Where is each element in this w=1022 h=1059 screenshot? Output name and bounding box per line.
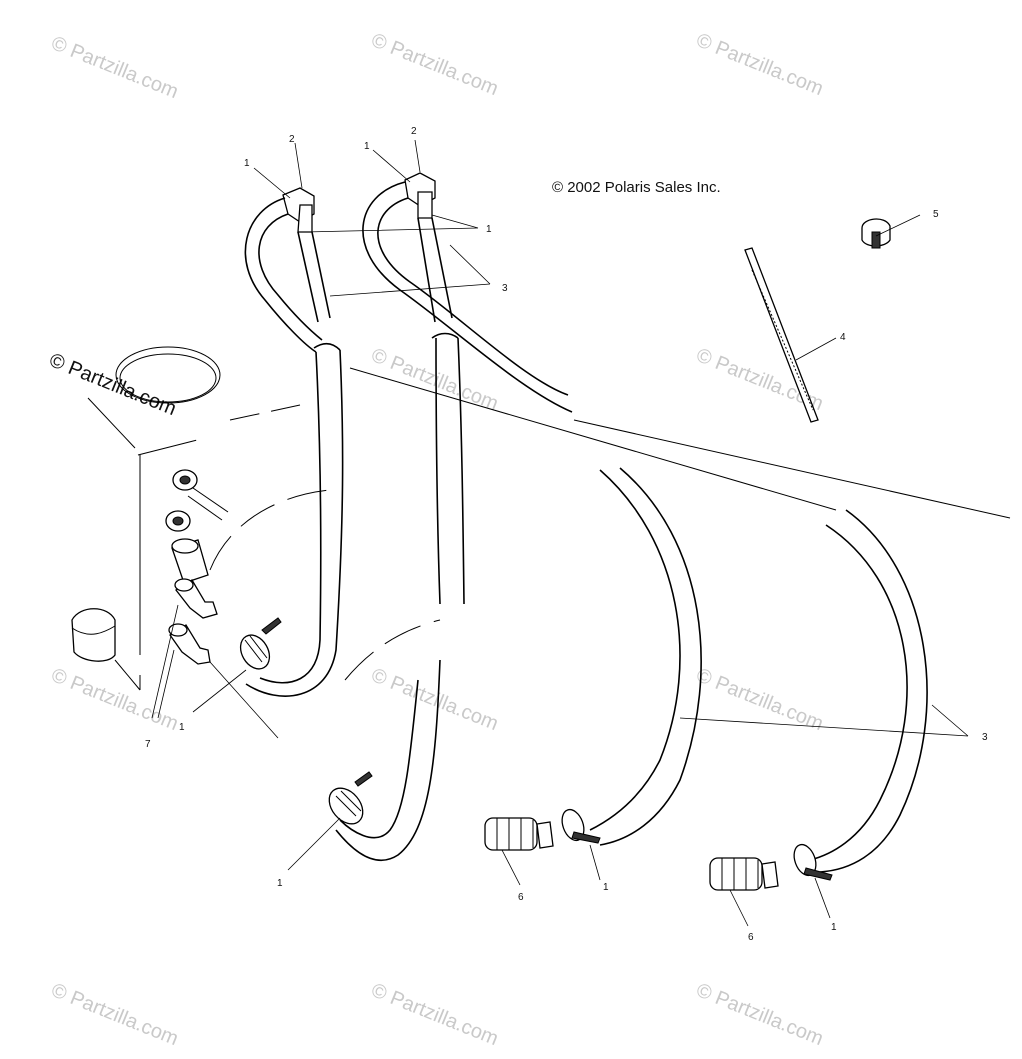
callout-6: 6 <box>748 932 754 943</box>
hose-assembly-left <box>239 187 344 697</box>
callout-1: 1 <box>179 722 185 733</box>
watermark: © Partzilla.com <box>368 664 501 735</box>
callout-1: 1 <box>277 878 283 889</box>
watermark: © Partzilla.com <box>368 979 501 1050</box>
watermark: © Partzilla.com <box>368 344 501 415</box>
callout-5: 5 <box>933 209 939 220</box>
watermark: © Partzilla.com <box>693 664 826 735</box>
callout-1: 1 <box>603 882 609 893</box>
callout-2: 2 <box>411 126 417 137</box>
watermark: © Partzilla.com <box>368 29 501 100</box>
watermark: © Partzilla.com <box>48 32 181 103</box>
watermark: © Partzilla.com <box>693 29 826 100</box>
callout-7: 7 <box>145 739 151 750</box>
watermark: © Partzilla.com <box>48 979 181 1050</box>
callouts: 1 2 1 2 1 3 5 4 3 7 1 1 6 1 6 1 <box>145 126 988 943</box>
copyright-text: © 2002 Polaris Sales Inc. <box>552 179 721 196</box>
callout-3: 3 <box>502 283 508 294</box>
filter-part <box>484 817 538 851</box>
cable-tie <box>744 247 819 423</box>
callout-1: 1 <box>486 224 492 235</box>
reservoir-tank <box>87 346 441 691</box>
callout-4: 4 <box>840 332 846 343</box>
leader-lines <box>151 139 969 927</box>
watermark-main: © Partzilla.com <box>46 349 179 420</box>
hose-assembly-right <box>349 367 1011 891</box>
callout-1: 1 <box>244 158 250 169</box>
callout-2: 2 <box>289 134 295 145</box>
callout-3: 3 <box>982 732 988 743</box>
callout-1: 1 <box>364 141 370 152</box>
callout-1: 1 <box>831 922 837 933</box>
tank-fittings <box>71 469 229 665</box>
clip-part <box>861 218 891 249</box>
watermark: © Partzilla.com <box>48 664 181 735</box>
hose-assembly-middle <box>328 172 573 861</box>
watermark: © Partzilla.com <box>693 979 826 1050</box>
callout-6: 6 <box>518 892 524 903</box>
